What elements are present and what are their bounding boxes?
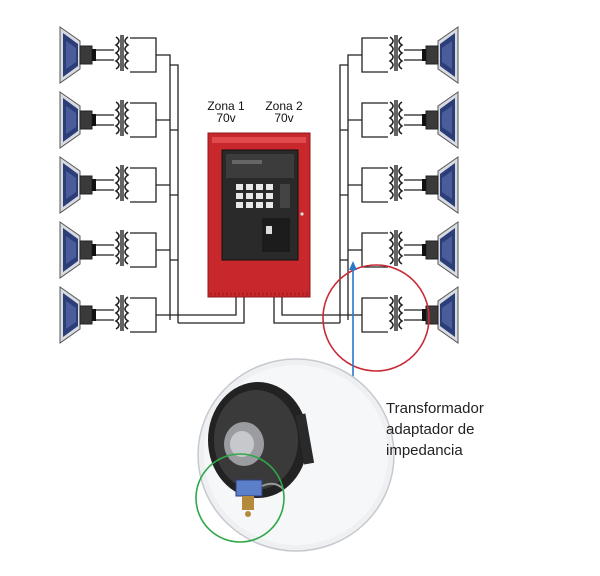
speaker-icon [421, 91, 459, 149]
speaker-icon [59, 26, 97, 84]
speaker-icon [421, 156, 459, 214]
transformer-icon [389, 229, 403, 267]
zone-1-name: Zona 1 [207, 99, 245, 113]
transformer-highlight-circle [322, 264, 430, 372]
speaker-icon [59, 221, 97, 279]
left-speaker-group [59, 26, 97, 344]
transformer-icon [115, 34, 129, 72]
transformer-icon [115, 99, 129, 137]
zone-2-name: Zona 2 [265, 99, 303, 113]
callout-text: Transformador adaptador de impedancia [386, 398, 546, 461]
left-transformer-group [96, 34, 245, 333]
zone-1-label: Zona 1 70v [196, 100, 256, 124]
transformer-icon [115, 294, 129, 332]
amplifier-panel [207, 132, 311, 298]
transformer-icon [115, 229, 129, 267]
transformer-icon [389, 294, 403, 332]
pointer-arrowhead [349, 261, 357, 270]
transformer-icon [115, 164, 129, 202]
callout-line-3: impedancia [386, 442, 463, 459]
callout-line-2: adaptador de [386, 421, 475, 438]
ceiling-speaker-image [197, 358, 395, 552]
speaker-icon [59, 156, 97, 214]
speaker-icon [59, 91, 97, 149]
speaker-icon [421, 221, 459, 279]
zone-2-voltage: 70v [274, 111, 294, 125]
speaker-icon [59, 286, 97, 344]
transformer-icon [389, 99, 403, 137]
zone-1-voltage: 70v [216, 111, 236, 125]
zone-2-label: Zona 2 70v [254, 100, 314, 124]
transformer-highlight-circle-green [195, 453, 285, 543]
speaker-icon [421, 26, 459, 84]
right-transformer-group [273, 34, 422, 333]
transformer-icon [389, 34, 403, 72]
keypad [236, 184, 273, 208]
right-speaker-group [421, 26, 459, 344]
speaker-icon [421, 286, 459, 344]
callout-line-1: Transformador [386, 400, 484, 417]
transformer-icon [389, 164, 403, 202]
